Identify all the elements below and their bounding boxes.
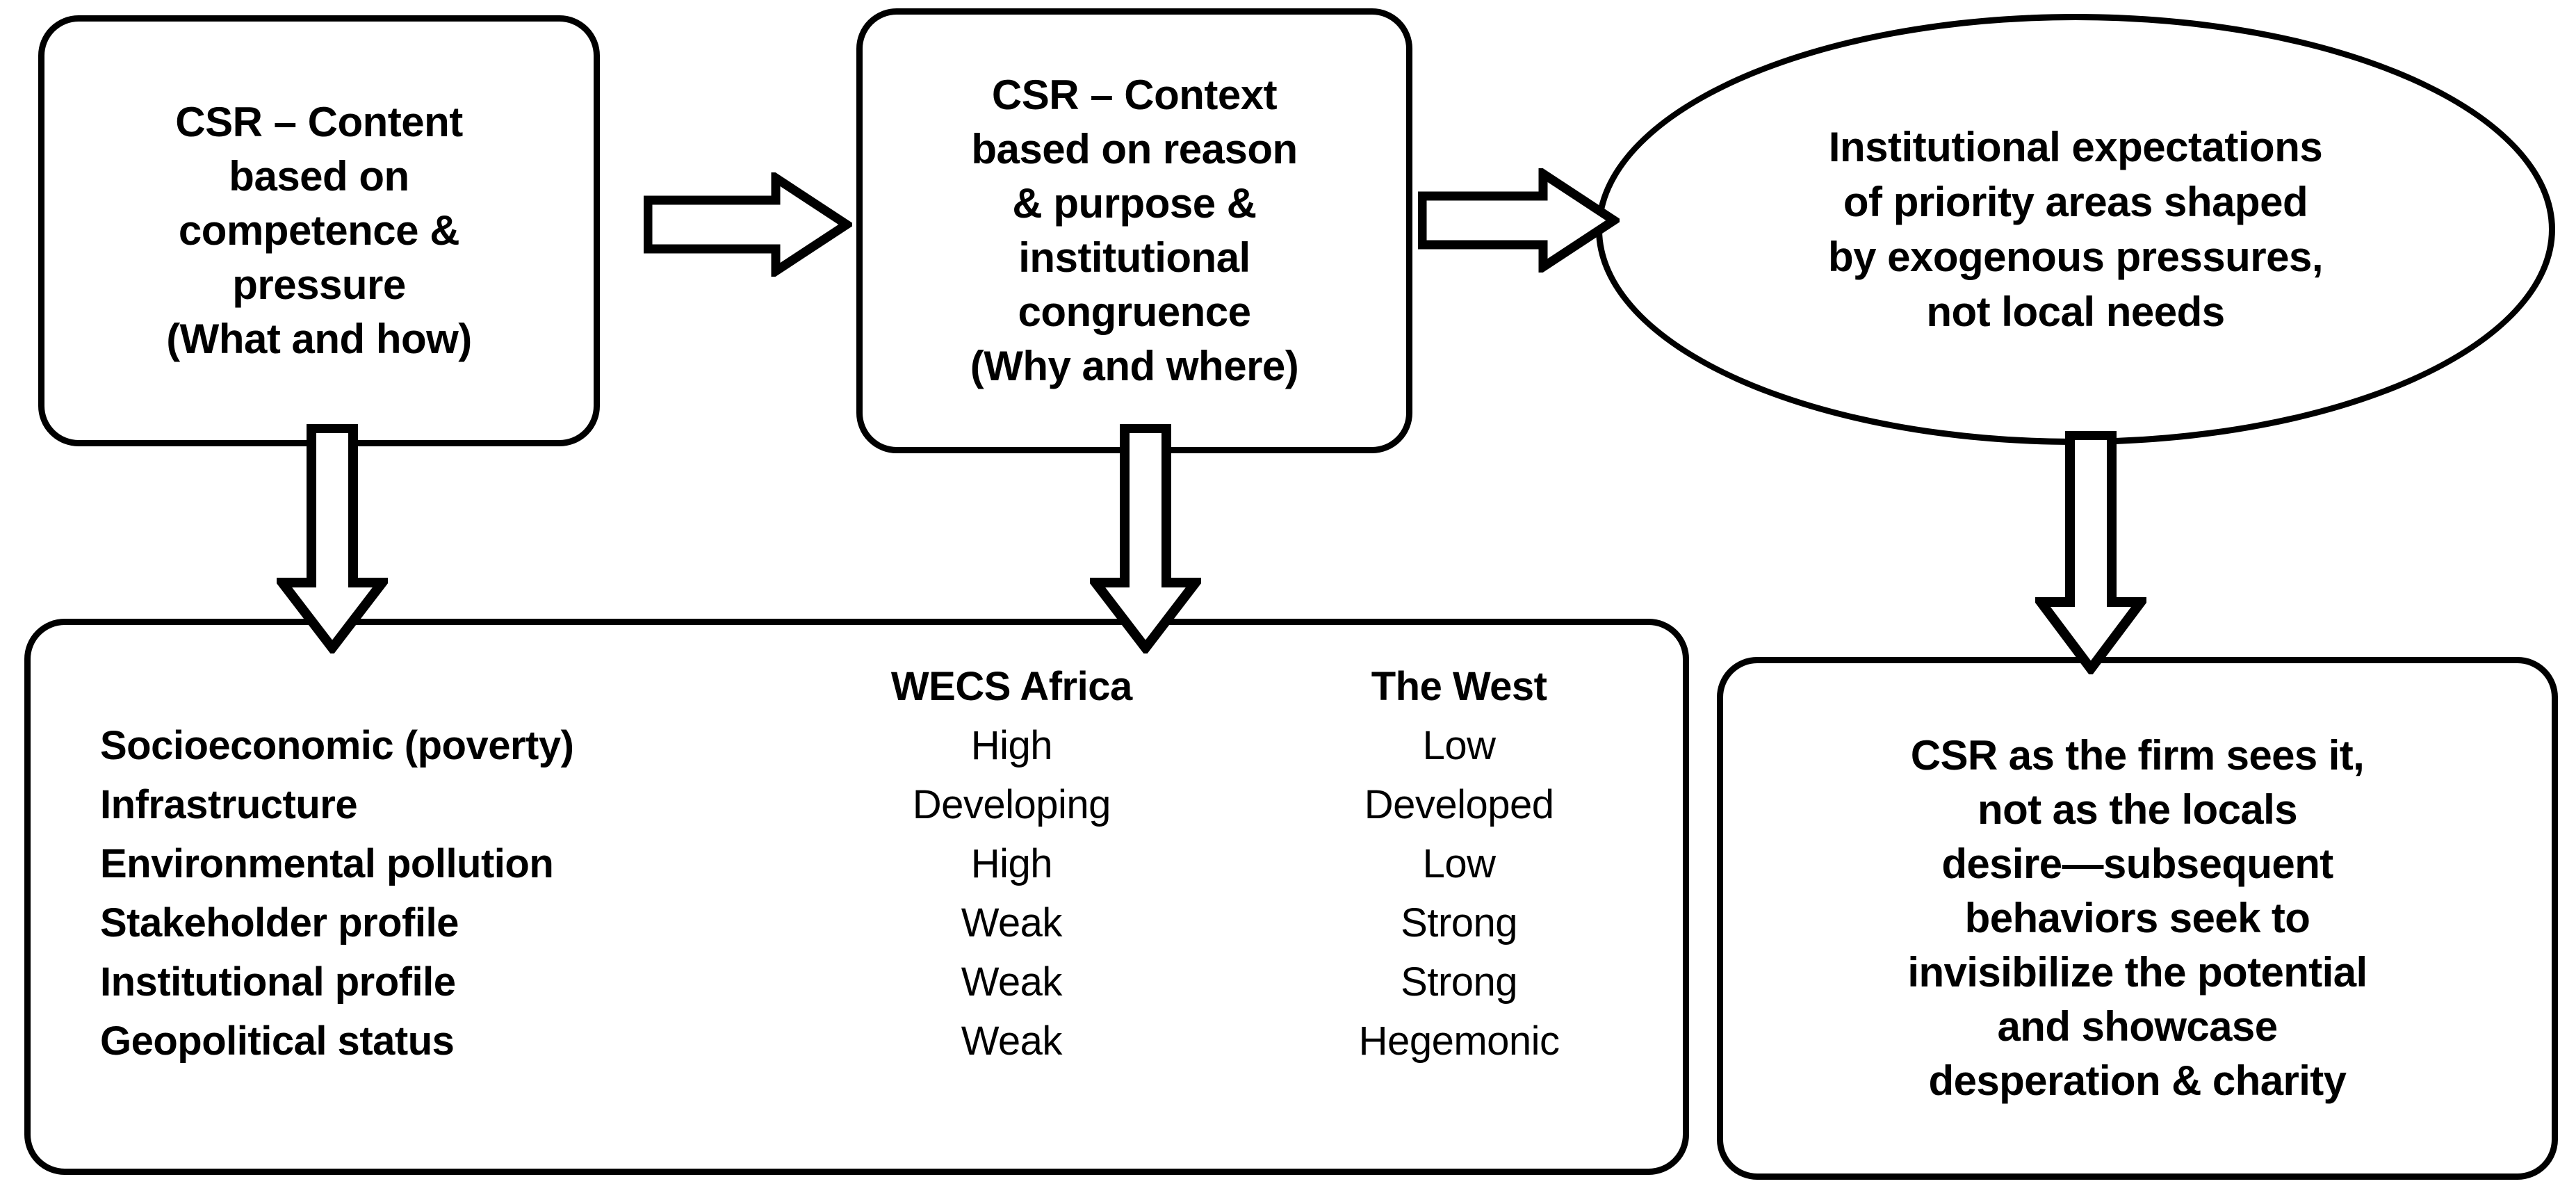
row-label: Socioeconomic (poverty) [100, 723, 574, 768]
node-line: based on reason [971, 126, 1298, 172]
node-comparison-table[interactable]: WECS Africa The West Socioeconomic (pove… [24, 619, 1689, 1175]
node-line: desire—subsequent [1941, 840, 2333, 887]
cell-wecs-africa: Weak [961, 959, 1063, 1005]
node-csr-context-text: CSR – Context based on reason & purpose … [863, 68, 1406, 393]
cell-the-west: Low [1422, 723, 1496, 768]
arrow-down-content-to-comparison [277, 424, 388, 653]
node-csr-outcome-text: CSR as the firm sees it, not as the loca… [1723, 729, 2552, 1108]
arrow-down-context-to-comparison [1090, 424, 1201, 653]
arrow-right-context-to-expectations [1418, 168, 1620, 273]
row-label: Stakeholder profile [100, 900, 459, 945]
node-line: CSR – Context [991, 72, 1278, 118]
comparison-table-body: Socioeconomic (poverty) High Low Infrast… [31, 716, 1683, 1071]
node-institutional-expectations[interactable]: Institutional expectations of priority a… [1596, 14, 2555, 445]
cell-the-west: Low [1422, 841, 1496, 886]
node-line: based on [229, 153, 409, 200]
cell-wecs-africa: High [970, 723, 1053, 768]
node-csr-content-text: CSR – Content based on competence & pres… [44, 95, 594, 366]
node-csr-context[interactable]: CSR – Context based on reason & purpose … [856, 8, 1412, 453]
table-row: Environmental pollution High Low [31, 834, 1683, 893]
cell-the-west: Strong [1401, 959, 1518, 1005]
cell-wecs-africa: Weak [961, 900, 1063, 945]
column-header-wecs-africa: WECS Africa [890, 664, 1132, 709]
cell-the-west: Developed [1364, 782, 1554, 827]
cell-the-west: Strong [1401, 900, 1518, 945]
node-line: competence & [178, 207, 460, 254]
node-line: CSR – Content [175, 99, 463, 145]
node-line: Institutional expectations [1828, 123, 2323, 170]
arrow-right-content-to-context [644, 172, 852, 277]
node-line: invisibilize the potential [1907, 949, 2367, 996]
row-label: Geopolitical status [100, 1018, 455, 1064]
table-row: Stakeholder profile Weak Strong [31, 893, 1683, 952]
node-line: of priority areas shaped [1843, 178, 2308, 225]
comparison-table: WECS Africa The West Socioeconomic (pove… [31, 657, 1683, 1071]
row-label: Institutional profile [100, 959, 456, 1005]
column-header-attribute [31, 657, 788, 716]
cell-the-west: Hegemonic [1358, 1018, 1560, 1064]
table-header-row: WECS Africa The West [31, 657, 1683, 716]
row-label: Environmental pollution [100, 841, 554, 886]
node-line: pressure [232, 261, 406, 308]
node-line: and showcase [1997, 1003, 2279, 1050]
column-header-the-west: The West [1371, 664, 1547, 709]
node-line: & purpose & [1012, 180, 1257, 227]
cell-wecs-africa: Developing [912, 782, 1111, 827]
node-line: desperation & charity [1928, 1057, 2347, 1104]
node-line: CSR as the firm sees it, [1910, 732, 2365, 779]
node-line: by exogenous pressures, [1827, 234, 2324, 280]
node-line: not local needs [1926, 289, 2225, 336]
cell-wecs-africa: High [970, 841, 1053, 886]
node-line: behaviors seek to [1964, 895, 2310, 941]
node-csr-content[interactable]: CSR – Content based on competence & pres… [38, 15, 600, 446]
node-line: (Why and where) [970, 343, 1299, 389]
table-row: Socioeconomic (poverty) High Low [31, 716, 1683, 775]
table-row: Institutional profile Weak Strong [31, 952, 1683, 1012]
table-row: Geopolitical status Weak Hegemonic [31, 1012, 1683, 1071]
node-line: (What and how) [166, 316, 472, 362]
row-label: Infrastructure [100, 782, 358, 827]
node-institutional-expectations-text: Institutional expectations of priority a… [1602, 120, 2549, 340]
node-line: institutional [1018, 234, 1250, 281]
comparison-table-head: WECS Africa The West [31, 657, 1683, 716]
node-line: congruence [1018, 289, 1251, 335]
node-line: not as the locals [1978, 786, 2298, 833]
arrow-down-expectations-to-outcome [2035, 431, 2146, 674]
table-row: Infrastructure Developing Developed [31, 775, 1683, 834]
node-csr-outcome[interactable]: CSR as the firm sees it, not as the loca… [1717, 657, 2558, 1180]
cell-wecs-africa: Weak [961, 1018, 1063, 1064]
